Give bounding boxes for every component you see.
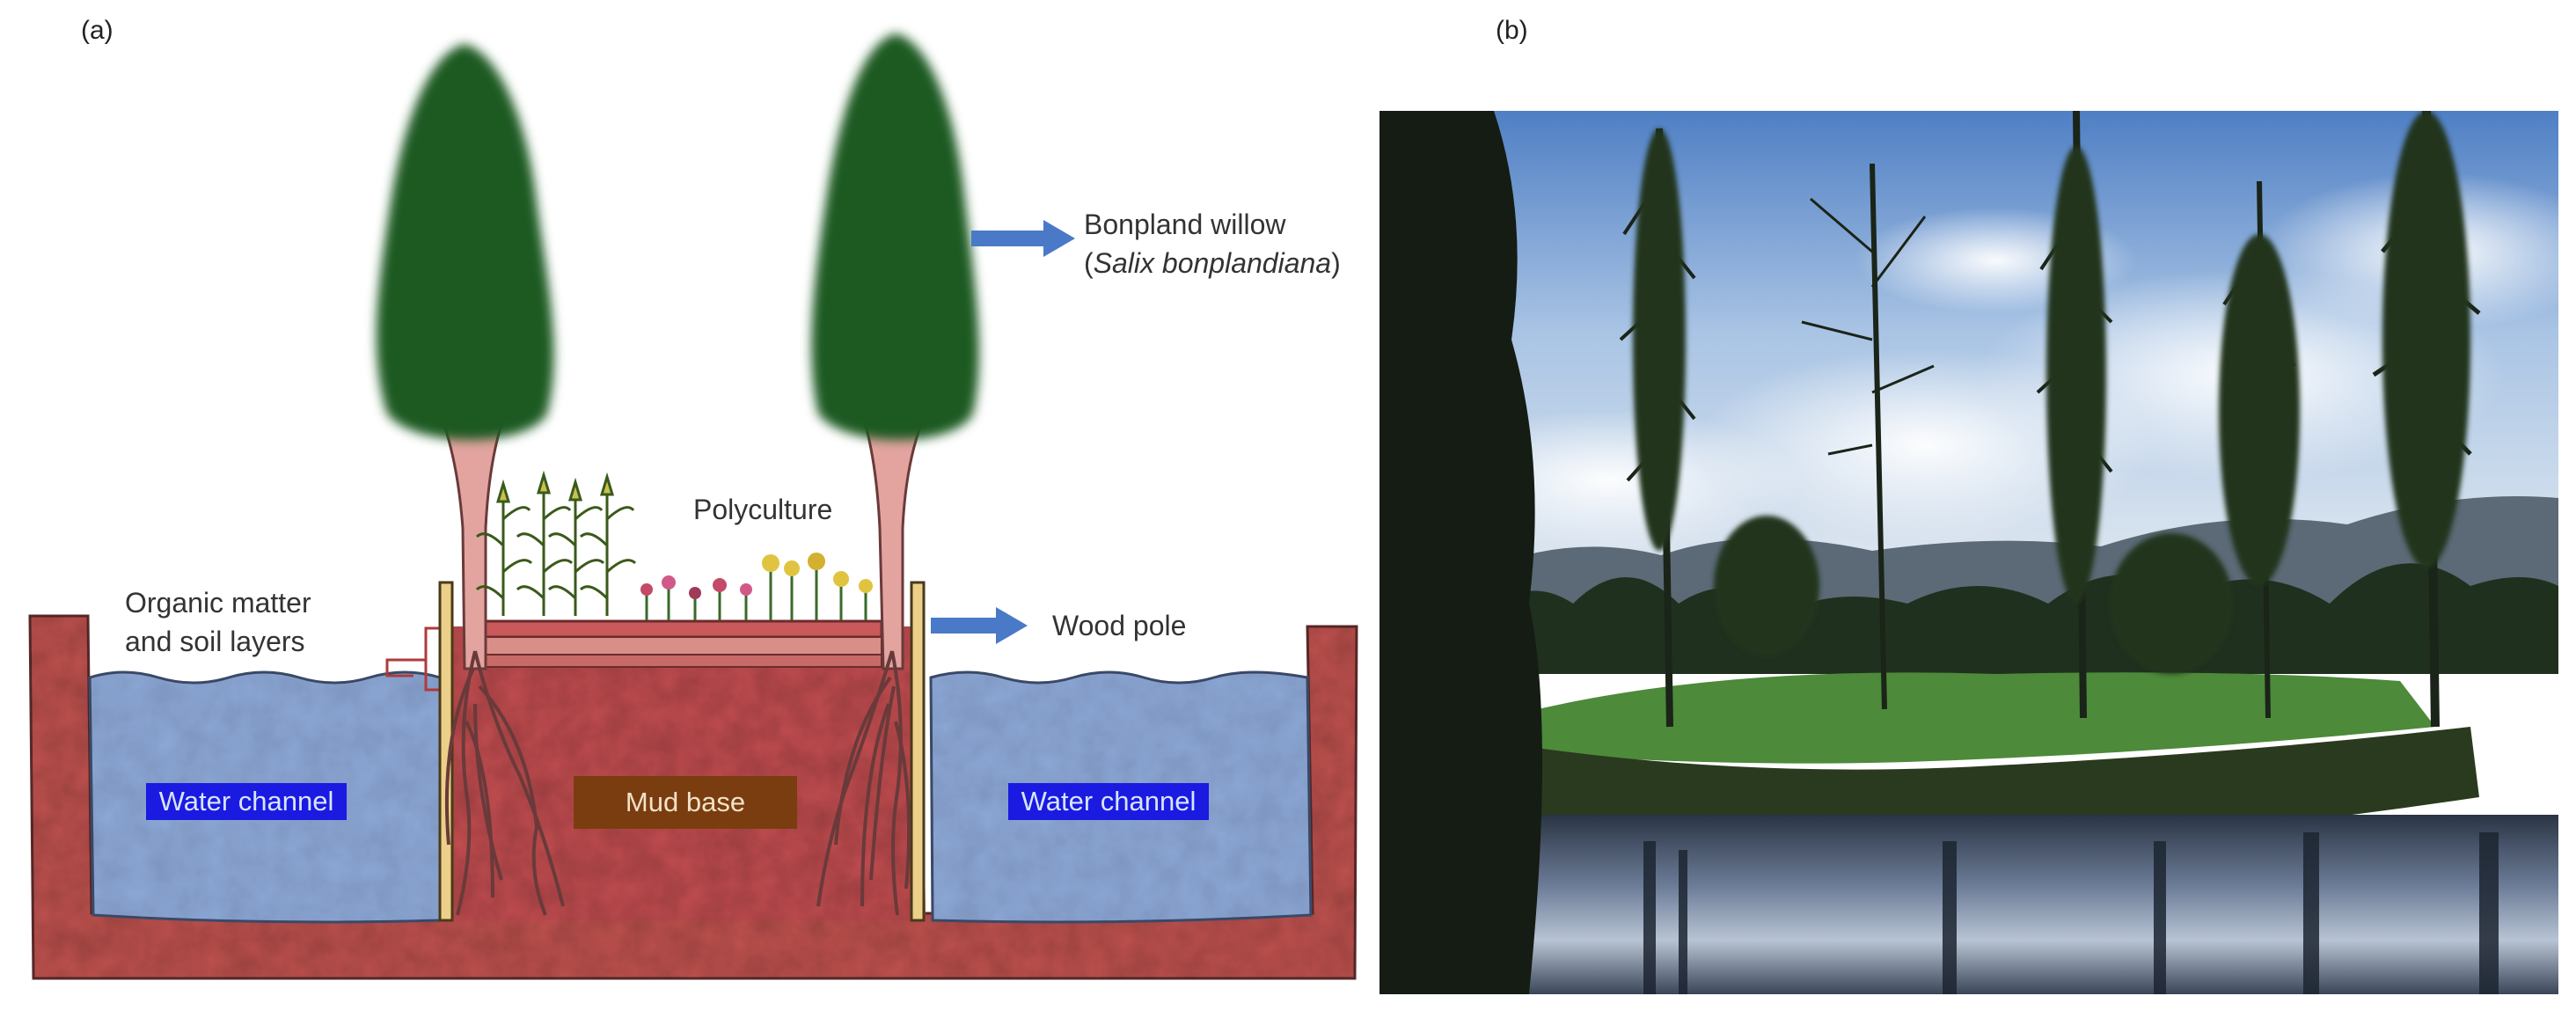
canopy-right [811, 33, 979, 440]
chinampa-photo [1379, 111, 2558, 994]
salix-bonplandiana-label: (Salix bonplandiana) [1084, 246, 1341, 280]
left-foreground-trees [1379, 111, 1542, 994]
roots-right [816, 650, 911, 916]
arrow-bonpland-willow [971, 220, 1075, 257]
grass-field [1538, 672, 2435, 764]
trunk-left [437, 412, 508, 670]
trunk-right [860, 412, 928, 670]
salix-paren-open: ( [1084, 247, 1094, 279]
bonpland-willow-line1: Bonpland willow [1084, 209, 1286, 240]
organic-bracket [385, 626, 447, 692]
water-reflections [1643, 832, 2499, 994]
polyculture-label: Polyculture [693, 494, 833, 525]
chinampa-diagram [28, 33, 1358, 980]
chinampa-body [445, 626, 926, 920]
panel-a-letter: (a) [81, 16, 113, 45]
water-channel-right-tag-bg [1008, 783, 1209, 820]
mud-base-tag-bg [574, 776, 797, 829]
corn-stalk-1 [475, 479, 533, 616]
water-channel-left-tag-bg [146, 783, 347, 820]
wood-pole-label: Wood pole [1052, 610, 1187, 641]
soil-layers [484, 619, 883, 668]
water-channel-left-tag: Water channel [158, 786, 334, 817]
salix-scientific-name: Salix bonplandiana [1093, 247, 1332, 279]
water-channel-right-tag: Water channel [1021, 786, 1197, 817]
corn-stalk-4 [579, 472, 637, 616]
flower-plants [640, 553, 873, 620]
canal-water [1379, 815, 2558, 994]
arrow-wood-pole [931, 607, 1028, 644]
willow-foliage [1633, 111, 2470, 674]
organic-matter-label-line1: Organic matter [125, 587, 311, 619]
organic-matter-label-line2: and soil layers [125, 626, 305, 657]
bonpland-willow-label: Bonpland willow [1084, 208, 1285, 241]
willow-tree-2 [1801, 163, 1935, 710]
corn-stalk-2 [516, 470, 574, 616]
corn-plants [475, 470, 637, 616]
salix-paren-close: ) [1331, 247, 1341, 279]
mud-base-tag: Mud base [625, 787, 746, 817]
wood-pole-right [910, 581, 926, 922]
corn-stalk-3 [547, 477, 605, 616]
roots-left [444, 650, 565, 916]
panel-b-letter: (b) [1496, 16, 1528, 45]
canopy-left [376, 44, 554, 440]
